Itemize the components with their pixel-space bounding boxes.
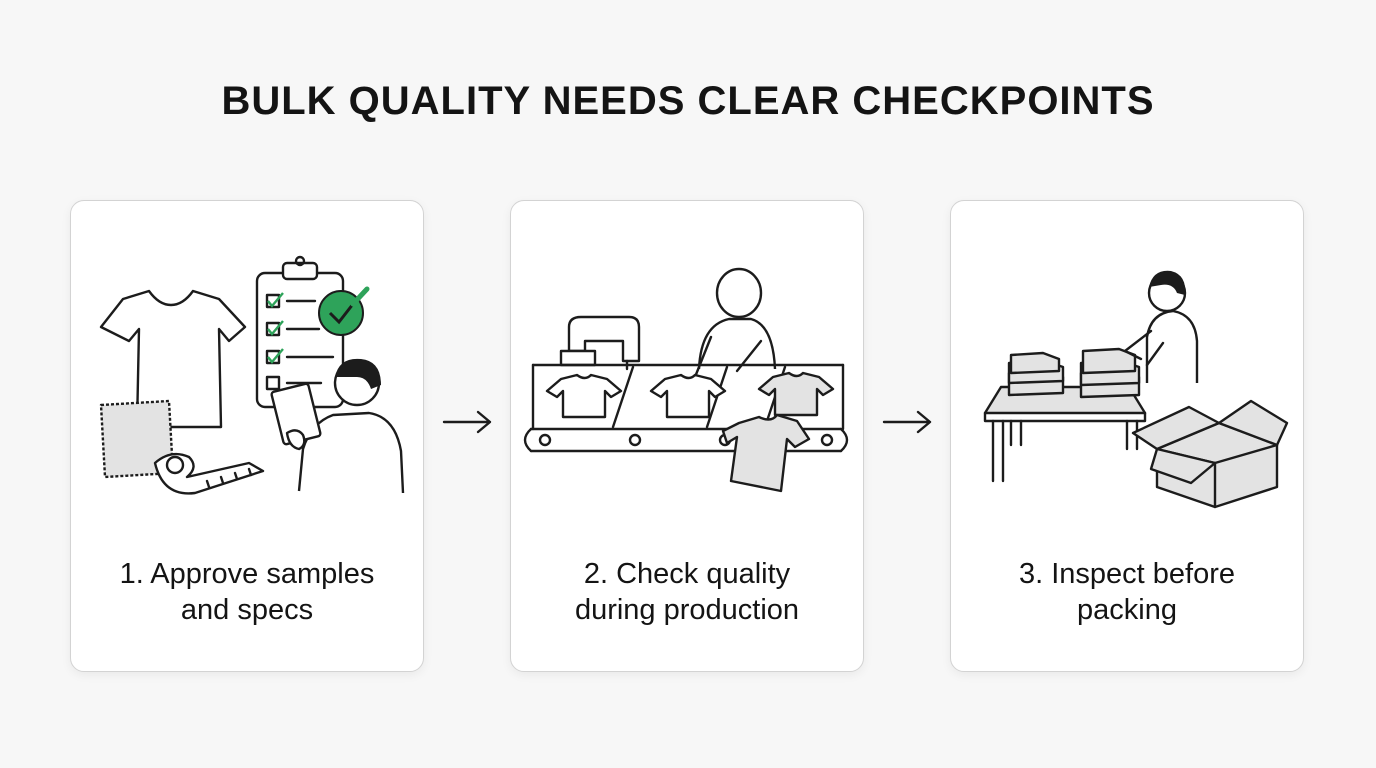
step-card-3: 3. Inspect before packing bbox=[950, 200, 1304, 672]
step-1-line2: and specs bbox=[180, 594, 314, 626]
step-2-line1: 2. Check quality bbox=[583, 558, 791, 590]
approve-samples-illustration bbox=[99, 255, 405, 495]
open-box-icon bbox=[1131, 399, 1289, 509]
inspector-person-icon bbox=[270, 358, 405, 494]
step-caption-1: 1. Approve samples and specs bbox=[81, 556, 413, 628]
step-card-2: 2. Check quality during production bbox=[510, 200, 864, 672]
packer-person-icon bbox=[1123, 270, 1199, 383]
step-3-line1: 3. Inspect before bbox=[1018, 558, 1236, 590]
step-caption-2: 2. Check quality during production bbox=[521, 556, 853, 628]
arrow-right-icon bbox=[882, 410, 932, 434]
arrow-right-icon bbox=[442, 410, 492, 434]
page-title: BULK QUALITY NEEDS CLEAR CHECKPOINTS bbox=[221, 79, 1155, 123]
production-line-illustration bbox=[523, 267, 849, 493]
worker-person-icon bbox=[693, 267, 777, 379]
step-2-line2: during production bbox=[574, 594, 800, 626]
table-icon bbox=[983, 385, 1147, 483]
step-card-1: 1. Approve samples and specs bbox=[70, 200, 424, 672]
tshirt-icon bbox=[99, 289, 247, 429]
sewing-machine-icon bbox=[559, 315, 641, 371]
clipboard-checklist-icon bbox=[255, 255, 345, 409]
tshirt-icon bbox=[545, 371, 835, 493]
folded-shirts-stack-icon bbox=[1007, 347, 1141, 399]
packing-inspection-illustration bbox=[983, 270, 1289, 509]
step-caption-3: 3. Inspect before packing bbox=[961, 556, 1293, 628]
measuring-tape-icon bbox=[153, 452, 265, 495]
step-1-line1: 1. Approve samples bbox=[119, 558, 375, 590]
step-3-line2: packing bbox=[1077, 594, 1177, 626]
approved-check-icon bbox=[318, 286, 370, 336]
